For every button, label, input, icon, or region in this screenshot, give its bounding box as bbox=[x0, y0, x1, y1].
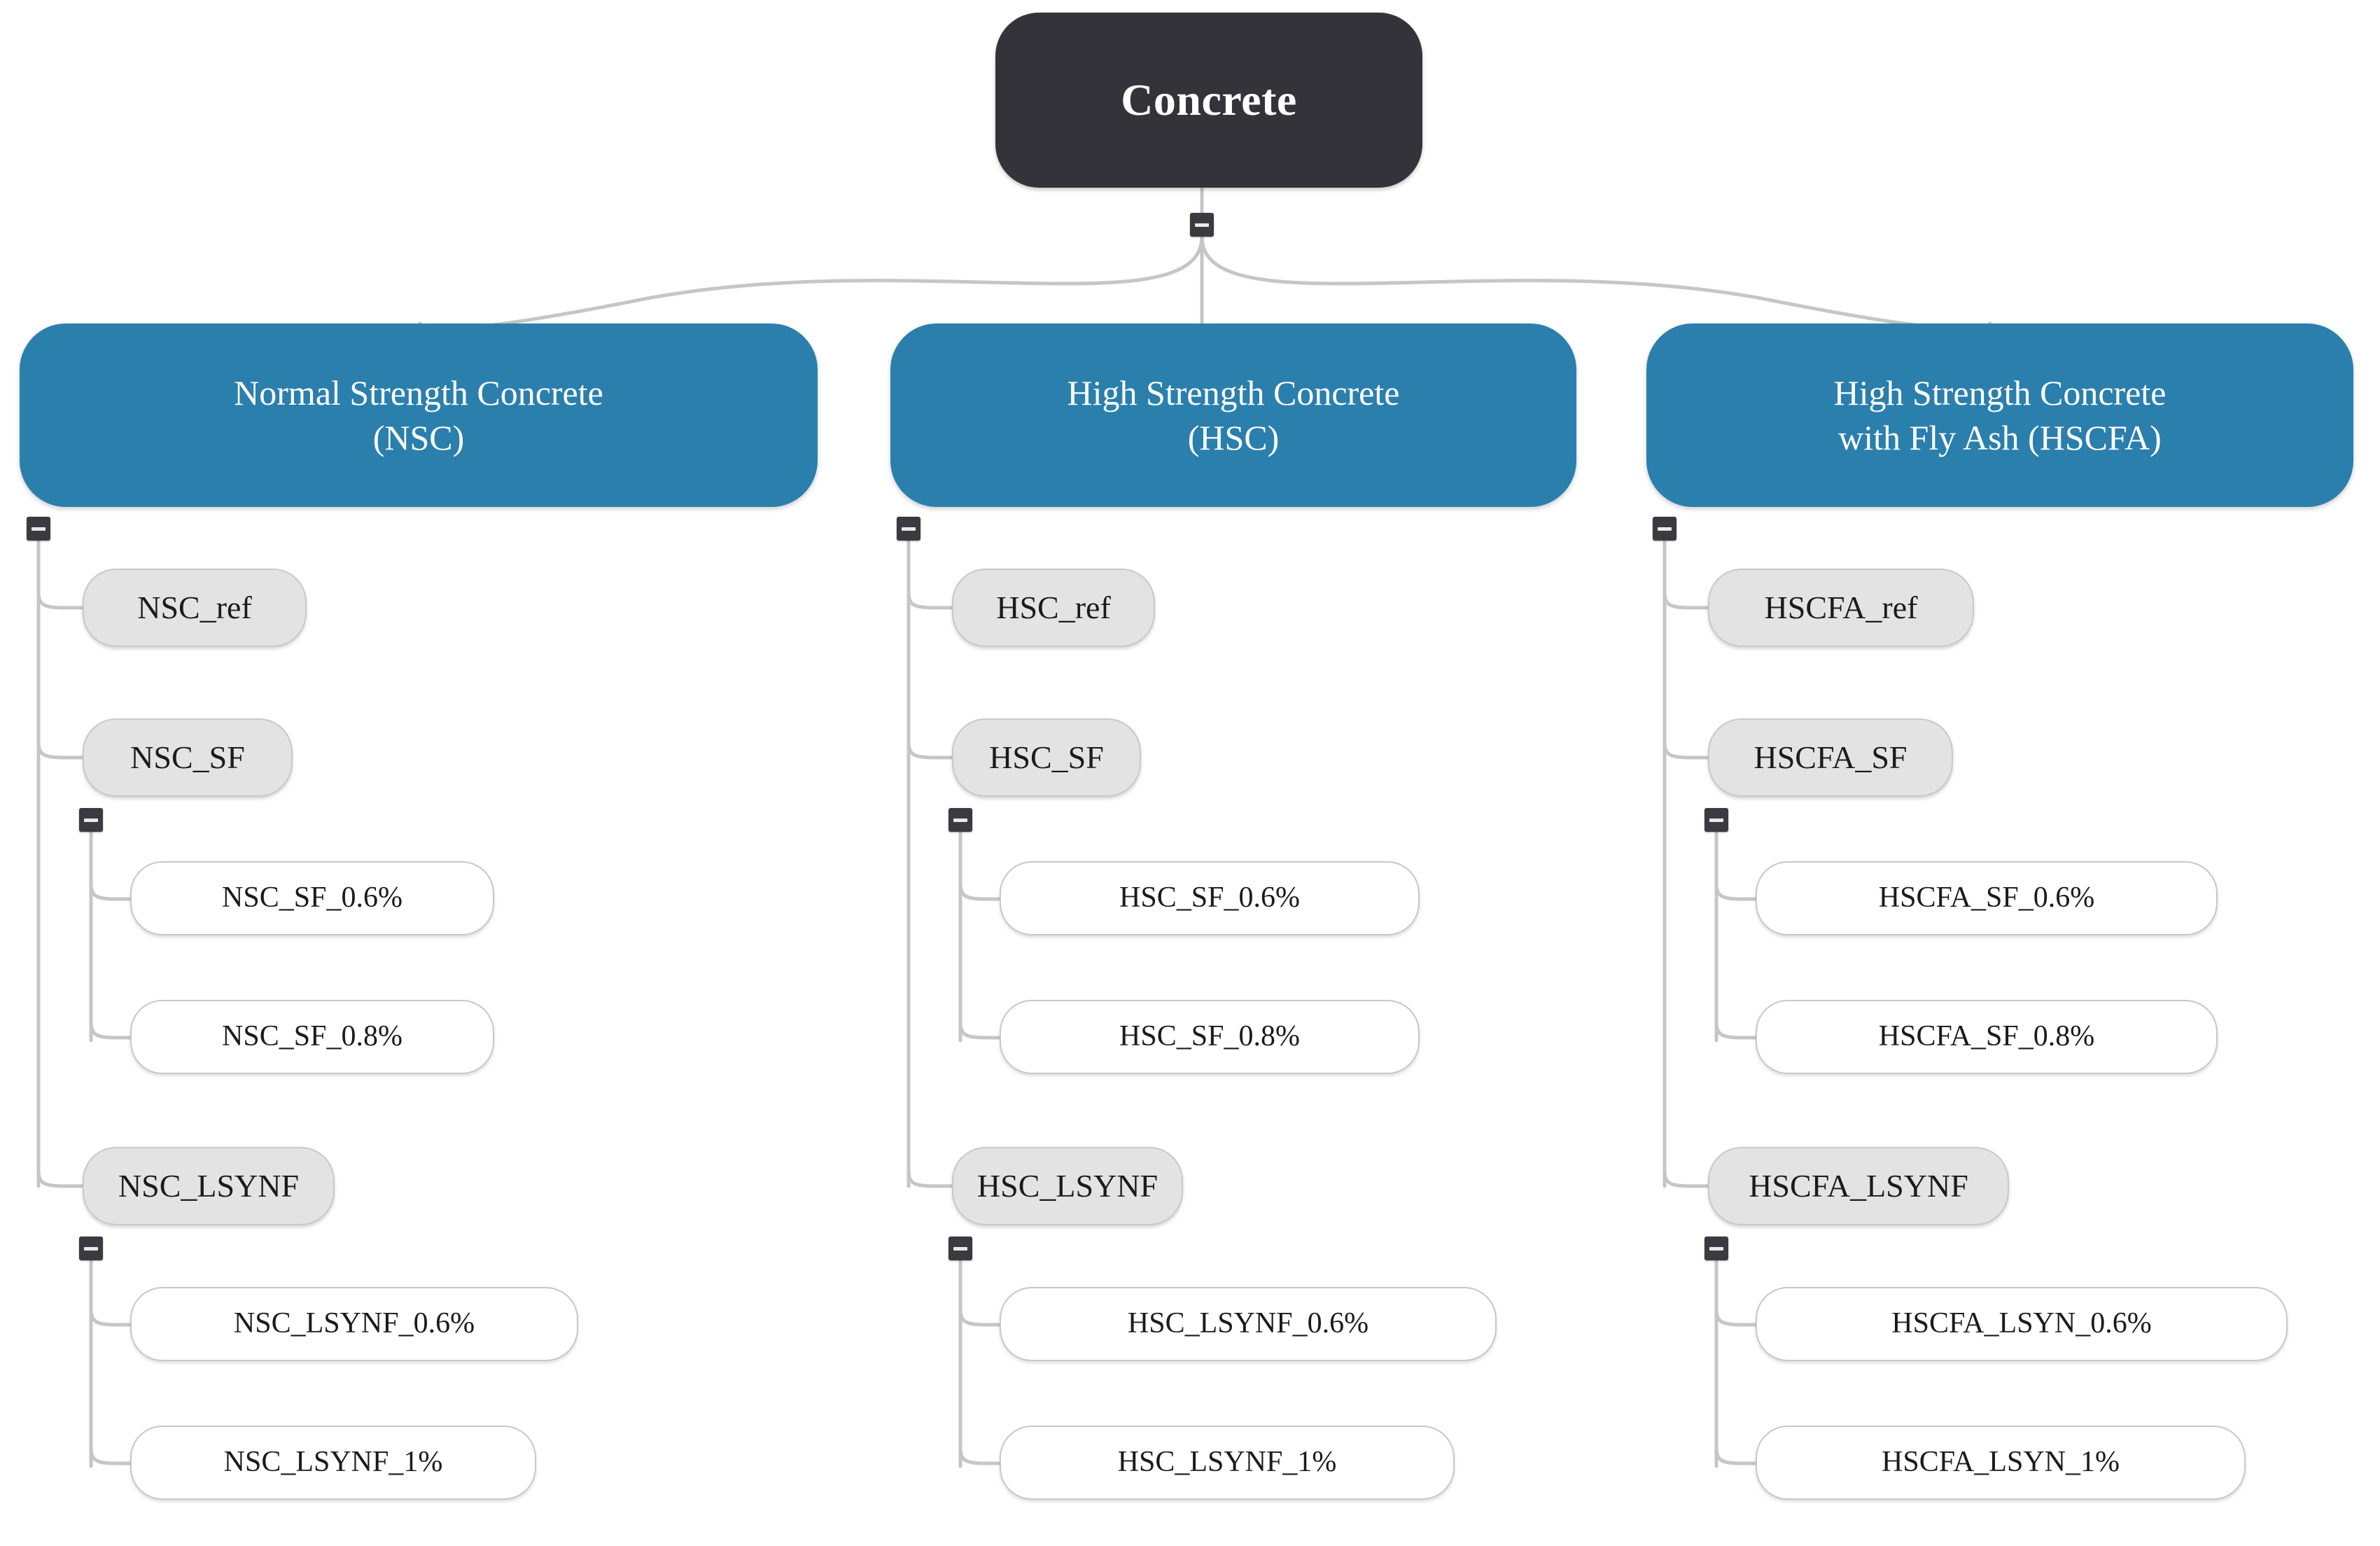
node-hsc-sf-06[interactable]: HSC_SF_0.6% bbox=[1000, 861, 1420, 935]
minus-icon bbox=[953, 1246, 967, 1251]
node-nsc-lsynf-1[interactable]: NSC_LSYNF_1% bbox=[130, 1426, 536, 1500]
minus-icon bbox=[1195, 223, 1209, 227]
minus-icon bbox=[902, 527, 916, 531]
toggle-hsc[interactable] bbox=[897, 517, 920, 541]
node-hsc-lsynf-1[interactable]: HSC_LSYNF_1% bbox=[1000, 1426, 1455, 1500]
toggle-hscfa-lsynf[interactable] bbox=[1704, 1237, 1728, 1260]
node-hscfa-lsyn-1[interactable]: HSCFA_LSYN_1% bbox=[1756, 1426, 2246, 1500]
node-hscfa-ref[interactable]: HSCFA_ref bbox=[1708, 569, 1974, 647]
minus-icon bbox=[1709, 1246, 1723, 1251]
toggle-nsc-lsynf[interactable] bbox=[79, 1237, 103, 1260]
minus-icon bbox=[1658, 527, 1672, 531]
node-category-hscfa[interactable]: High Strength Concrete with Fly Ash (HSC… bbox=[1646, 323, 2353, 507]
node-nsc-sf-08[interactable]: NSC_SF_0.8% bbox=[130, 1000, 494, 1074]
node-nsc-sf-06[interactable]: NSC_SF_0.6% bbox=[130, 861, 494, 935]
node-nsc-sf[interactable]: NSC_SF bbox=[83, 718, 293, 797]
node-nsc-lsynf[interactable]: NSC_LSYNF bbox=[83, 1147, 335, 1225]
node-hsc-lsynf-06[interactable]: HSC_LSYNF_0.6% bbox=[1000, 1287, 1497, 1361]
node-hsc-sf-08[interactable]: HSC_SF_0.8% bbox=[1000, 1000, 1420, 1074]
toggle-hscfa-sf[interactable] bbox=[1704, 808, 1728, 832]
minus-icon bbox=[84, 818, 98, 822]
minus-icon bbox=[1709, 818, 1723, 822]
toggle-hscfa[interactable] bbox=[1653, 517, 1676, 541]
node-hscfa-sf-08[interactable]: HSCFA_SF_0.8% bbox=[1756, 1000, 2218, 1074]
node-hscfa-lsyn-06[interactable]: HSCFA_LSYN_0.6% bbox=[1756, 1287, 2288, 1361]
node-category-nsc[interactable]: Normal Strength Concrete (NSC) bbox=[20, 323, 818, 507]
toggle-hsc-lsynf[interactable] bbox=[948, 1237, 972, 1260]
toggle-nsc-sf[interactable] bbox=[79, 808, 103, 832]
minus-icon bbox=[31, 527, 46, 531]
node-root[interactable]: Concrete bbox=[995, 13, 1422, 188]
toggle-root[interactable] bbox=[1190, 213, 1214, 237]
toggle-hsc-sf[interactable] bbox=[948, 808, 972, 832]
node-hscfa-sf-06[interactable]: HSCFA_SF_0.6% bbox=[1756, 861, 2218, 935]
node-hscfa-lsynf[interactable]: HSCFA_LSYNF bbox=[1708, 1147, 2009, 1225]
node-nsc-ref[interactable]: NSC_ref bbox=[83, 569, 307, 647]
node-hscfa-sf[interactable]: HSCFA_SF bbox=[1708, 718, 1953, 797]
node-hsc-sf[interactable]: HSC_SF bbox=[952, 718, 1141, 797]
minus-icon bbox=[953, 818, 967, 822]
node-category-hsc[interactable]: High Strength Concrete (HSC) bbox=[890, 323, 1576, 507]
node-nsc-lsynf-06[interactable]: NSC_LSYNF_0.6% bbox=[130, 1287, 578, 1361]
minus-icon bbox=[84, 1246, 98, 1251]
node-hsc-lsynf[interactable]: HSC_LSYNF bbox=[952, 1147, 1183, 1225]
node-hsc-ref[interactable]: HSC_ref bbox=[952, 569, 1155, 647]
toggle-nsc[interactable] bbox=[27, 517, 50, 541]
